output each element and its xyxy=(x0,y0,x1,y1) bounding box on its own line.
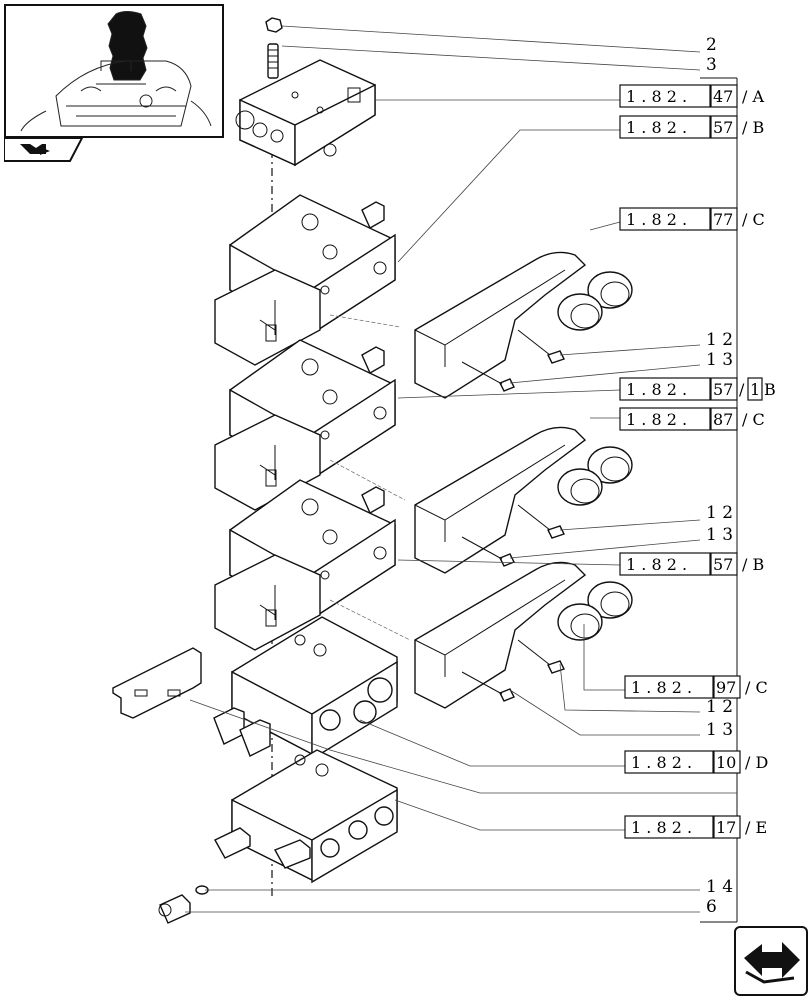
svg-text:87: 87 xyxy=(713,410,733,429)
callout-2: 2 xyxy=(706,35,717,55)
callout-6: 6 xyxy=(706,897,717,917)
svg-text:1 . 8 2 .: 1 . 8 2 . xyxy=(626,210,687,229)
svg-text:1 . 8 2 .: 1 . 8 2 . xyxy=(626,555,687,574)
svg-text:1: 1 xyxy=(750,380,760,399)
coupler-manifold-2 xyxy=(414,426,633,574)
svg-text:1 . 8 2 .: 1 . 8 2 . xyxy=(626,410,687,429)
callout-12b: 1 2 xyxy=(706,503,733,523)
reference-1-82-87-c[interactable]: 1 . 8 2 . 87 / C xyxy=(619,407,765,431)
svg-text:/ C: / C xyxy=(742,210,765,229)
callout-13c: 1 3 xyxy=(706,720,733,740)
reference-1-82-57-b[interactable]: 1 . 8 2 . 57 / B xyxy=(619,115,764,139)
svg-text:1 . 8 2 .: 1 . 8 2 . xyxy=(626,87,687,106)
svg-text:1 . 8 2 .: 1 . 8 2 . xyxy=(626,118,687,137)
callout-labels: 2 3 1 2 1 3 1 2 1 3 1 2 1 3 1 4 6 xyxy=(706,35,733,917)
svg-text:57: 57 xyxy=(713,555,733,574)
svg-text:/ E: / E xyxy=(745,818,767,837)
book-arrow-tab[interactable] xyxy=(3,137,84,163)
svg-text:57: 57 xyxy=(713,380,733,399)
alignment-lines xyxy=(329,314,411,641)
svg-text:/ C: / C xyxy=(742,410,765,429)
callout-3: 3 xyxy=(706,55,717,75)
valve-section-3 xyxy=(214,479,396,651)
bracket-plate-part xyxy=(112,647,202,719)
reference-1-82-57-b-2[interactable]: 1 . 8 2 . 57 / B xyxy=(619,552,764,576)
svg-text:/ B: / B xyxy=(742,555,764,574)
callout-14: 1 4 xyxy=(706,877,733,897)
svg-text:/ D: / D xyxy=(745,753,768,772)
tractor-thumbnail-image xyxy=(20,11,212,132)
reference-1-82-17-e[interactable]: 1 . 8 2 . 17 / E xyxy=(624,815,767,839)
reference-1-82-10-d[interactable]: 1 . 8 2 . 10 / D xyxy=(624,750,768,774)
inlet-block-part xyxy=(235,59,376,167)
next-page-arrow-icon xyxy=(744,942,800,984)
svg-text:1 . 8 2 .: 1 . 8 2 . xyxy=(631,818,692,837)
end-cover-section xyxy=(214,749,398,884)
svg-text:17: 17 xyxy=(716,818,736,837)
callout-12a: 1 2 xyxy=(706,330,733,350)
location-thumbnail xyxy=(4,4,224,138)
callout-12c: 1 2 xyxy=(706,697,733,717)
svg-text:47: 47 xyxy=(713,87,733,106)
reference-links[interactable]: 1 . 8 2 . 47 / A 1 . 8 2 . 57 / B 1 . 8 … xyxy=(619,84,776,839)
svg-text:/ A: / A xyxy=(742,87,764,106)
svg-text:/ C: / C xyxy=(745,678,768,697)
reference-1-82-97-c[interactable]: 1 . 8 2 . 97 / C xyxy=(624,675,768,699)
svg-text:B: B xyxy=(764,380,776,399)
book-arrow-icon xyxy=(20,144,50,155)
svg-text:1 . 8 2 .: 1 . 8 2 . xyxy=(626,380,687,399)
svg-text:97: 97 xyxy=(716,678,736,697)
cap-nut-part xyxy=(265,17,283,79)
svg-text:10: 10 xyxy=(716,753,736,772)
plug-and-oring-part xyxy=(158,885,209,924)
reference-1-82-57-1b[interactable]: 1 . 8 2 . 57 / 1 B xyxy=(619,377,776,401)
flow-control-section xyxy=(213,616,398,761)
coupler-manifold-3 xyxy=(414,561,633,709)
next-page-button[interactable] xyxy=(734,926,808,996)
callout-13b: 1 3 xyxy=(706,525,733,545)
leader-lines xyxy=(185,25,737,913)
svg-text:/ B: / B xyxy=(742,118,764,137)
reference-1-82-47-a[interactable]: 1 . 8 2 . 47 / A xyxy=(619,84,764,108)
svg-text:77: 77 xyxy=(713,210,733,229)
reference-1-82-77-c[interactable]: 1 . 8 2 . 77 / C xyxy=(619,207,765,231)
callout-13a: 1 3 xyxy=(706,350,733,370)
svg-text:/: / xyxy=(739,380,745,399)
coupler-manifold-1 xyxy=(414,251,633,399)
svg-text:1 . 8 2 .: 1 . 8 2 . xyxy=(631,678,692,697)
svg-text:57: 57 xyxy=(713,118,733,137)
valve-section-1 xyxy=(214,194,396,366)
svg-text:1 . 8 2 .: 1 . 8 2 . xyxy=(631,753,692,772)
